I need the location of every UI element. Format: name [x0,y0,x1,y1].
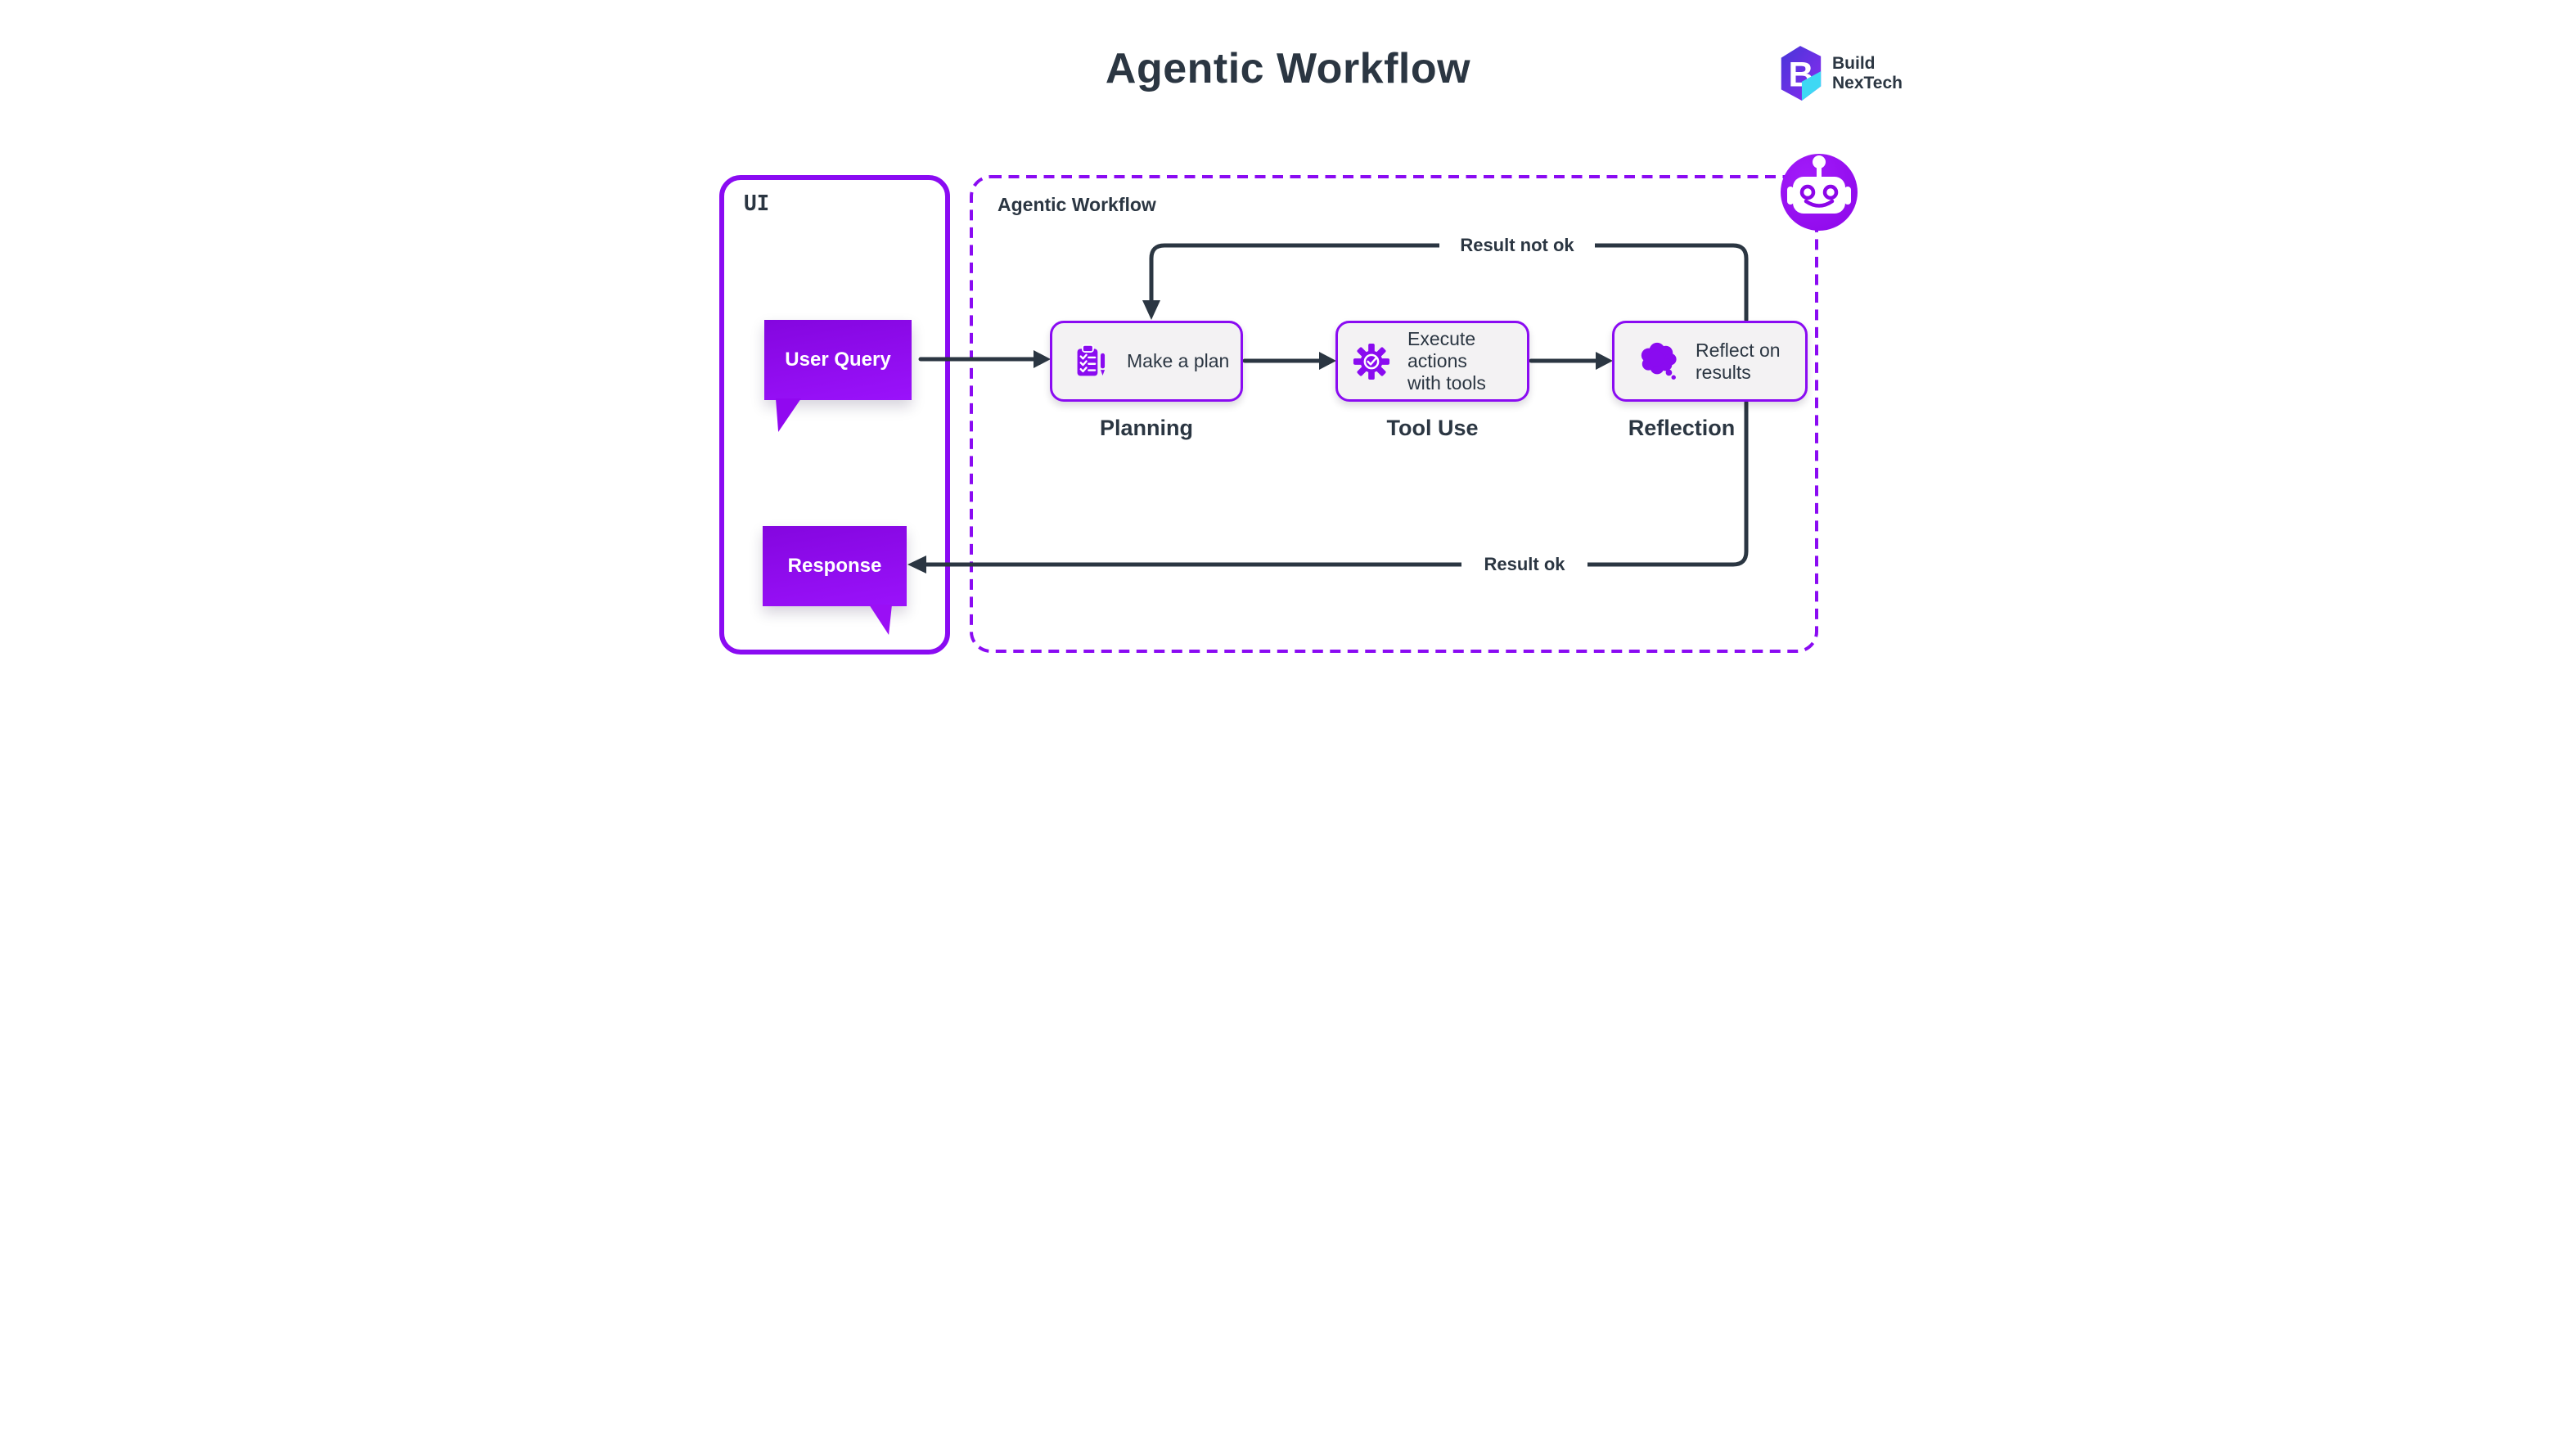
arrowhead-into-planning-top [1142,300,1160,320]
thought-cloud-icon [1637,341,1678,382]
arrowhead-into-reflection [1596,352,1613,370]
node-tool-use-text-line1: Execute actions [1407,328,1476,371]
node-reflection-text-line2: results [1696,361,1751,383]
edge-label-result-not-ok: Result not ok [1439,232,1595,259]
edge-label-result-ok: Result ok [1461,551,1587,578]
gear-check-icon [1353,343,1390,380]
user-query-label: User Query [785,349,891,371]
node-planning-sublabel: Planning [1100,416,1193,440]
clipboard-checklist-icon [1074,343,1110,380]
user-query-bubble: User Query [764,320,912,400]
logo-text: Build NexTech [1832,54,1903,93]
diagram-canvas: Agentic Workflow B Build NexTech UI User… [644,0,1932,726]
response-bubble: Response [763,526,907,606]
logo-name-line1: Build [1832,54,1876,73]
node-planning-text: Make a plan [1127,350,1230,371]
node-tool-use-text-line2: with tools [1407,372,1486,394]
logo-mark-icon: B [1781,46,1822,101]
logo-cyan-wedge [1801,71,1822,101]
node-reflection-text-line1: Reflect on [1696,339,1781,361]
ui-panel-label: UI [744,191,770,216]
agentic-workflow-dashed-box [970,175,1818,653]
node-reflection-sublabel: Reflection [1628,416,1736,440]
arrowhead-into-tooluse [1319,352,1336,370]
robot-icon [1781,154,1858,231]
node-tool-use-text: Execute actions with tools [1407,328,1527,394]
response-label: Response [787,555,882,577]
logo-name-line2: NexTech [1832,74,1903,92]
arrowhead-into-planning-left [1034,350,1051,368]
agentic-workflow-box-label: Agentic Workflow [998,194,1156,215]
node-planning: Make a plan [1050,321,1243,402]
node-reflection-text: Reflect on results [1696,340,1781,384]
node-tool-use-sublabel: Tool Use [1386,416,1479,440]
brand-logo: B Build NexTech [1775,45,1903,102]
node-tool-use: Execute actions with tools [1335,321,1529,402]
page-title: Agentic Workflow [1105,45,1471,92]
node-reflection: Reflect on results [1612,321,1808,402]
